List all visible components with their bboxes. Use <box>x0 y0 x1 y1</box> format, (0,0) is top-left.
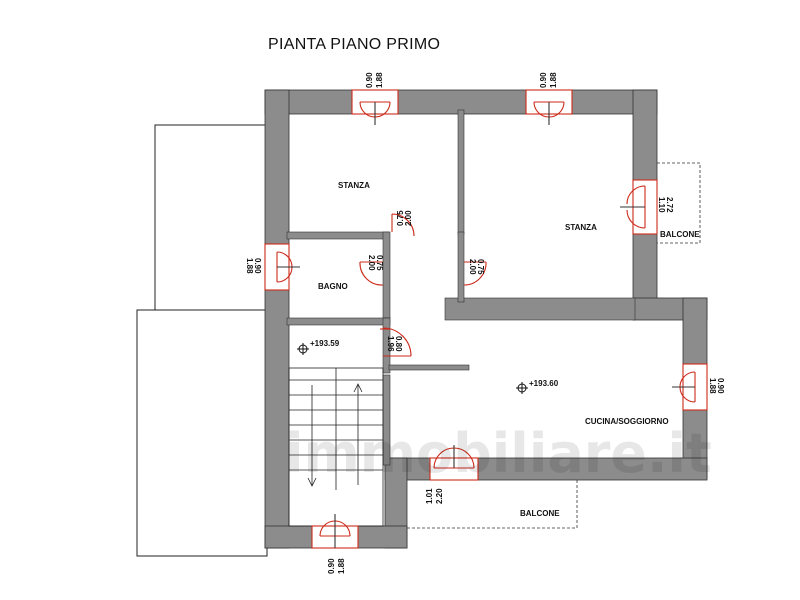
dim-balcony-door-w: 1.10 <box>657 197 666 213</box>
dim-door-stanza-w: 0.75 <box>396 210 405 226</box>
dim-top-left-h: 1.88 <box>375 72 384 88</box>
room-label-balcone-right: BALCONE <box>660 230 700 239</box>
window-top-left <box>351 89 399 125</box>
plan-title: PIANTA PIANO PRIMO <box>268 36 440 53</box>
room-label-stanza-left: STANZA <box>338 181 370 190</box>
dim-door-stair-h: 1.96 <box>386 336 395 352</box>
dim-door-right-h: 2.00 <box>468 259 477 275</box>
dim-door-right-w: 0.75 <box>476 259 485 275</box>
elevation-left: +193.59 <box>310 339 340 348</box>
dim-bottom-window-h: 1.88 <box>337 558 346 574</box>
door-stair <box>380 327 412 357</box>
dimension-labels: 0.90 1.88 0.90 1.88 1.88 0.90 1.10 2.72 … <box>245 72 725 574</box>
dim-door-bagno-h: 2.00 <box>367 255 376 271</box>
room-label-bagno: BAGNO <box>318 282 348 291</box>
dim-balcony-door-h: 2.72 <box>665 197 674 213</box>
dim-door-stair-w: 0.80 <box>394 336 403 352</box>
door-stanza-right <box>463 261 487 286</box>
room-label-cucina: CUCINA/SOGGIORNO <box>585 417 669 426</box>
watermark: immobiliare.it <box>285 422 712 485</box>
dim-bottom-door-w: 1.01 <box>425 488 434 504</box>
door-bottom-kitchen <box>429 445 479 481</box>
dim-left-wall-h: 1.88 <box>245 258 254 274</box>
dim-top-left-w: 0.90 <box>365 72 374 88</box>
interior-walls <box>286 109 636 466</box>
window-top-right <box>525 89 573 125</box>
dim-top-right-h: 1.88 <box>549 72 558 88</box>
dim-bottom-window-w: 0.90 <box>327 558 336 574</box>
window-left <box>264 243 300 291</box>
elevation-main: +193.60 <box>529 379 559 388</box>
window-right <box>672 363 708 411</box>
dim-top-right-w: 0.90 <box>539 72 548 88</box>
dim-door-bagno-w: 0.75 <box>375 255 384 271</box>
dim-door-stanza-h: 2.00 <box>404 210 413 226</box>
door-balcony-right <box>620 179 658 235</box>
door-stanza-left <box>391 213 415 237</box>
room-label-stanza-right: STANZA <box>565 223 597 232</box>
window-bottom <box>311 514 359 549</box>
dim-left-wall-w: 0.90 <box>253 258 262 274</box>
balcony-outlines <box>407 162 701 529</box>
dim-bottom-door-h: 2.20 <box>435 488 444 504</box>
elevation-marker-left <box>297 343 309 355</box>
dim-right-wall-w: 0.90 <box>716 378 725 394</box>
openings <box>264 89 708 549</box>
adjacent-building-outline <box>136 124 268 557</box>
room-label-balcone-bottom: BALCONE <box>520 509 560 518</box>
door-bagno <box>359 261 384 286</box>
elevation-marker-main <box>516 382 528 394</box>
dim-right-wall-h: 1.88 <box>708 378 717 394</box>
